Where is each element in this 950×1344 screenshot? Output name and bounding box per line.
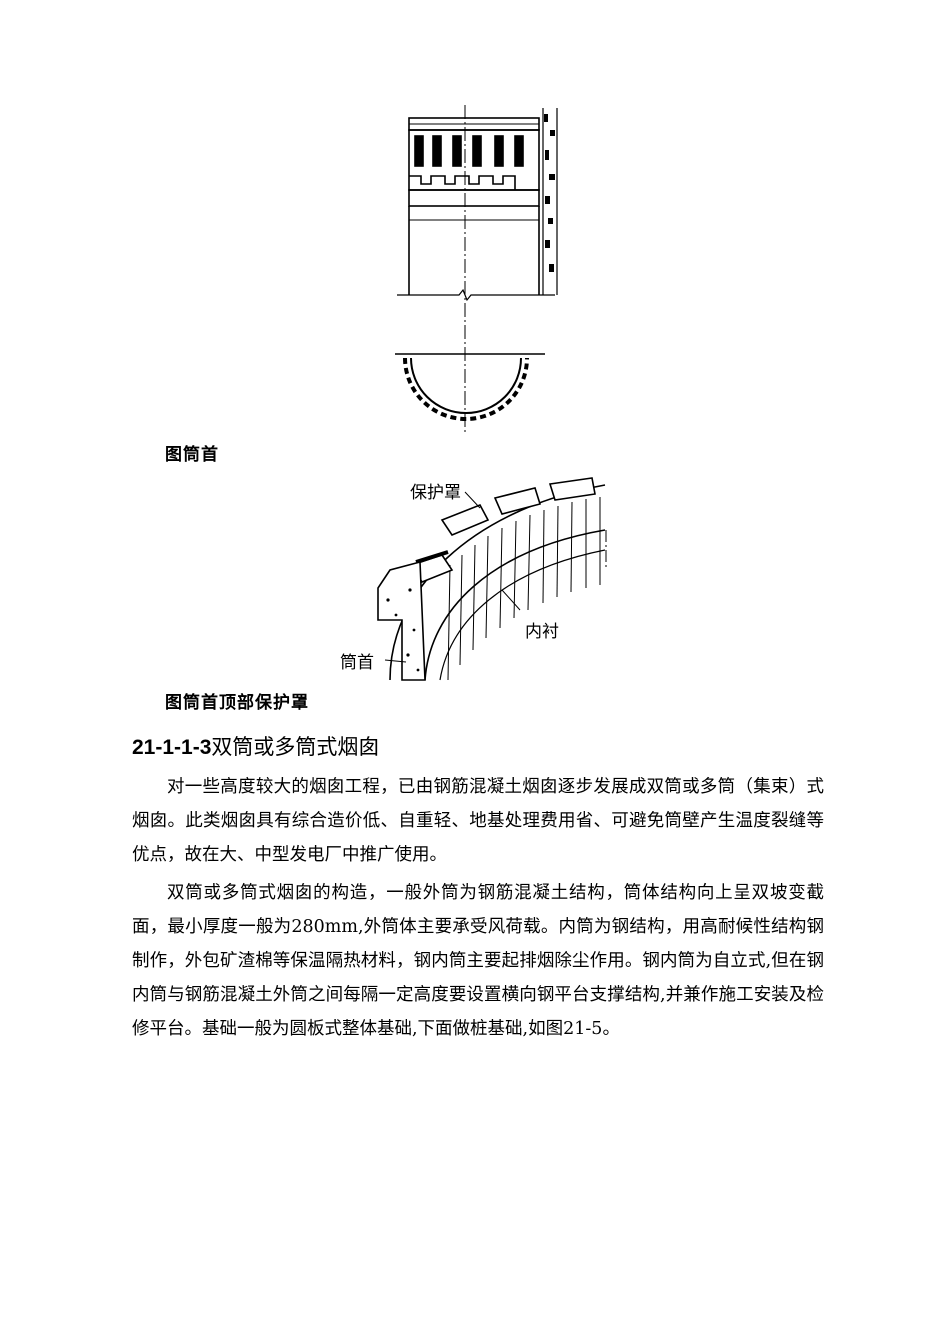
chimney-top-figure [395, 105, 558, 435]
protective-cover-figure: 保护罩 内衬 筒首 [340, 477, 607, 681]
label-chimney-top: 筒首 [340, 653, 374, 673]
section-heading: 21-1-1-3双筒或多筒式烟囱 [132, 731, 379, 761]
paragraph: 对一些高度较大的烟囱工程，已由钢筋混凝土烟囱逐步发展成双筒或多筒（集束）式烟囱。… [132, 777, 824, 865]
section-title: 双筒或多筒式烟囱 [211, 735, 380, 759]
label-protective-cover: 保护罩 [410, 483, 461, 503]
section-number: 21-1-1-3 [132, 736, 212, 759]
figure2-caption: 图筒首顶部保护罩 [165, 693, 309, 713]
body-text: 对一些高度较大的烟囱工程，已由钢筋混凝土烟囱逐步发展成双筒或多筒（集束）式烟囱。… [132, 770, 824, 1050]
label-inner-lining: 内衬 [525, 622, 559, 642]
figure1-caption: 图筒首 [165, 445, 219, 465]
paragraph: 双筒或多筒式烟囱的构造，一般外筒为钢筋混凝土结构，筒体结构向上呈双坡变截面，最小… [132, 883, 824, 1039]
